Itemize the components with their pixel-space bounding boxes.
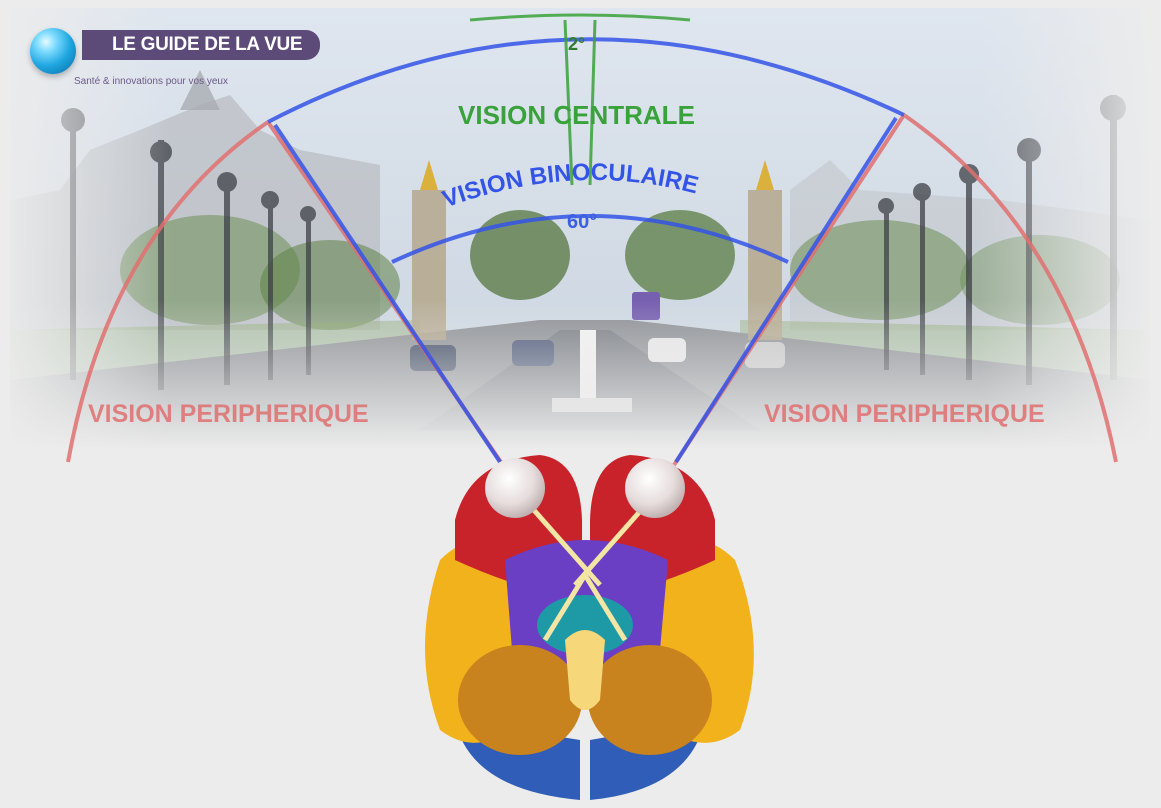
peripheral-vision-left-label: VISION PERIPHERIQUE [88, 400, 369, 429]
logo-title: LE GUIDE DE LA VUE [112, 34, 302, 55]
binocular-angle-label: 60° [567, 211, 597, 234]
peripheral-vision-right-label: VISION PERIPHERIQUE [764, 400, 1045, 429]
logo-badge: LE GUIDE DE LA VUE [82, 30, 320, 60]
site-logo[interactable]: LE GUIDE DE LA VUE Santé & innovations p… [28, 26, 328, 92]
eye-ball-icon [30, 28, 76, 74]
brain-illustration [425, 455, 754, 800]
central-angle-label: 2° [568, 34, 585, 55]
logo-tagline: Santé & innovations pour vos yeux [74, 76, 228, 87]
central-vision-label: VISION CENTRALE [458, 100, 695, 131]
right-eye-icon [625, 458, 685, 518]
left-eye-icon [485, 458, 545, 518]
